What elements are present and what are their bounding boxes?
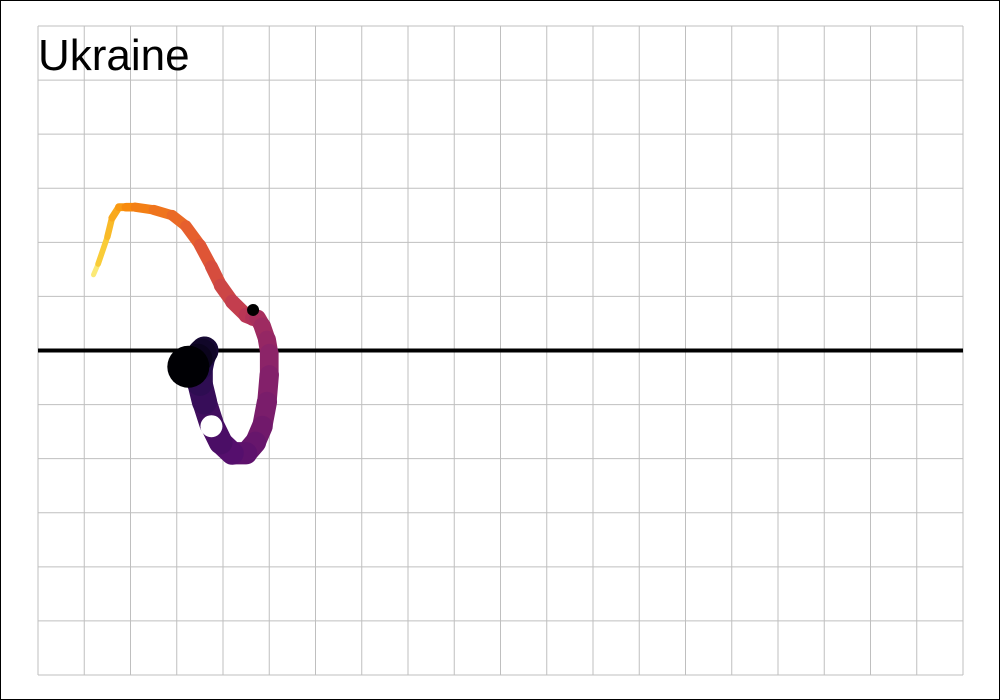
start-point-marker [247,303,260,316]
end-point-marker [200,415,223,438]
trajectory-latest-blob [167,345,210,388]
chart-title: Ukraine [38,31,190,80]
trajectory-segment [95,234,111,267]
trajectory [91,202,279,465]
